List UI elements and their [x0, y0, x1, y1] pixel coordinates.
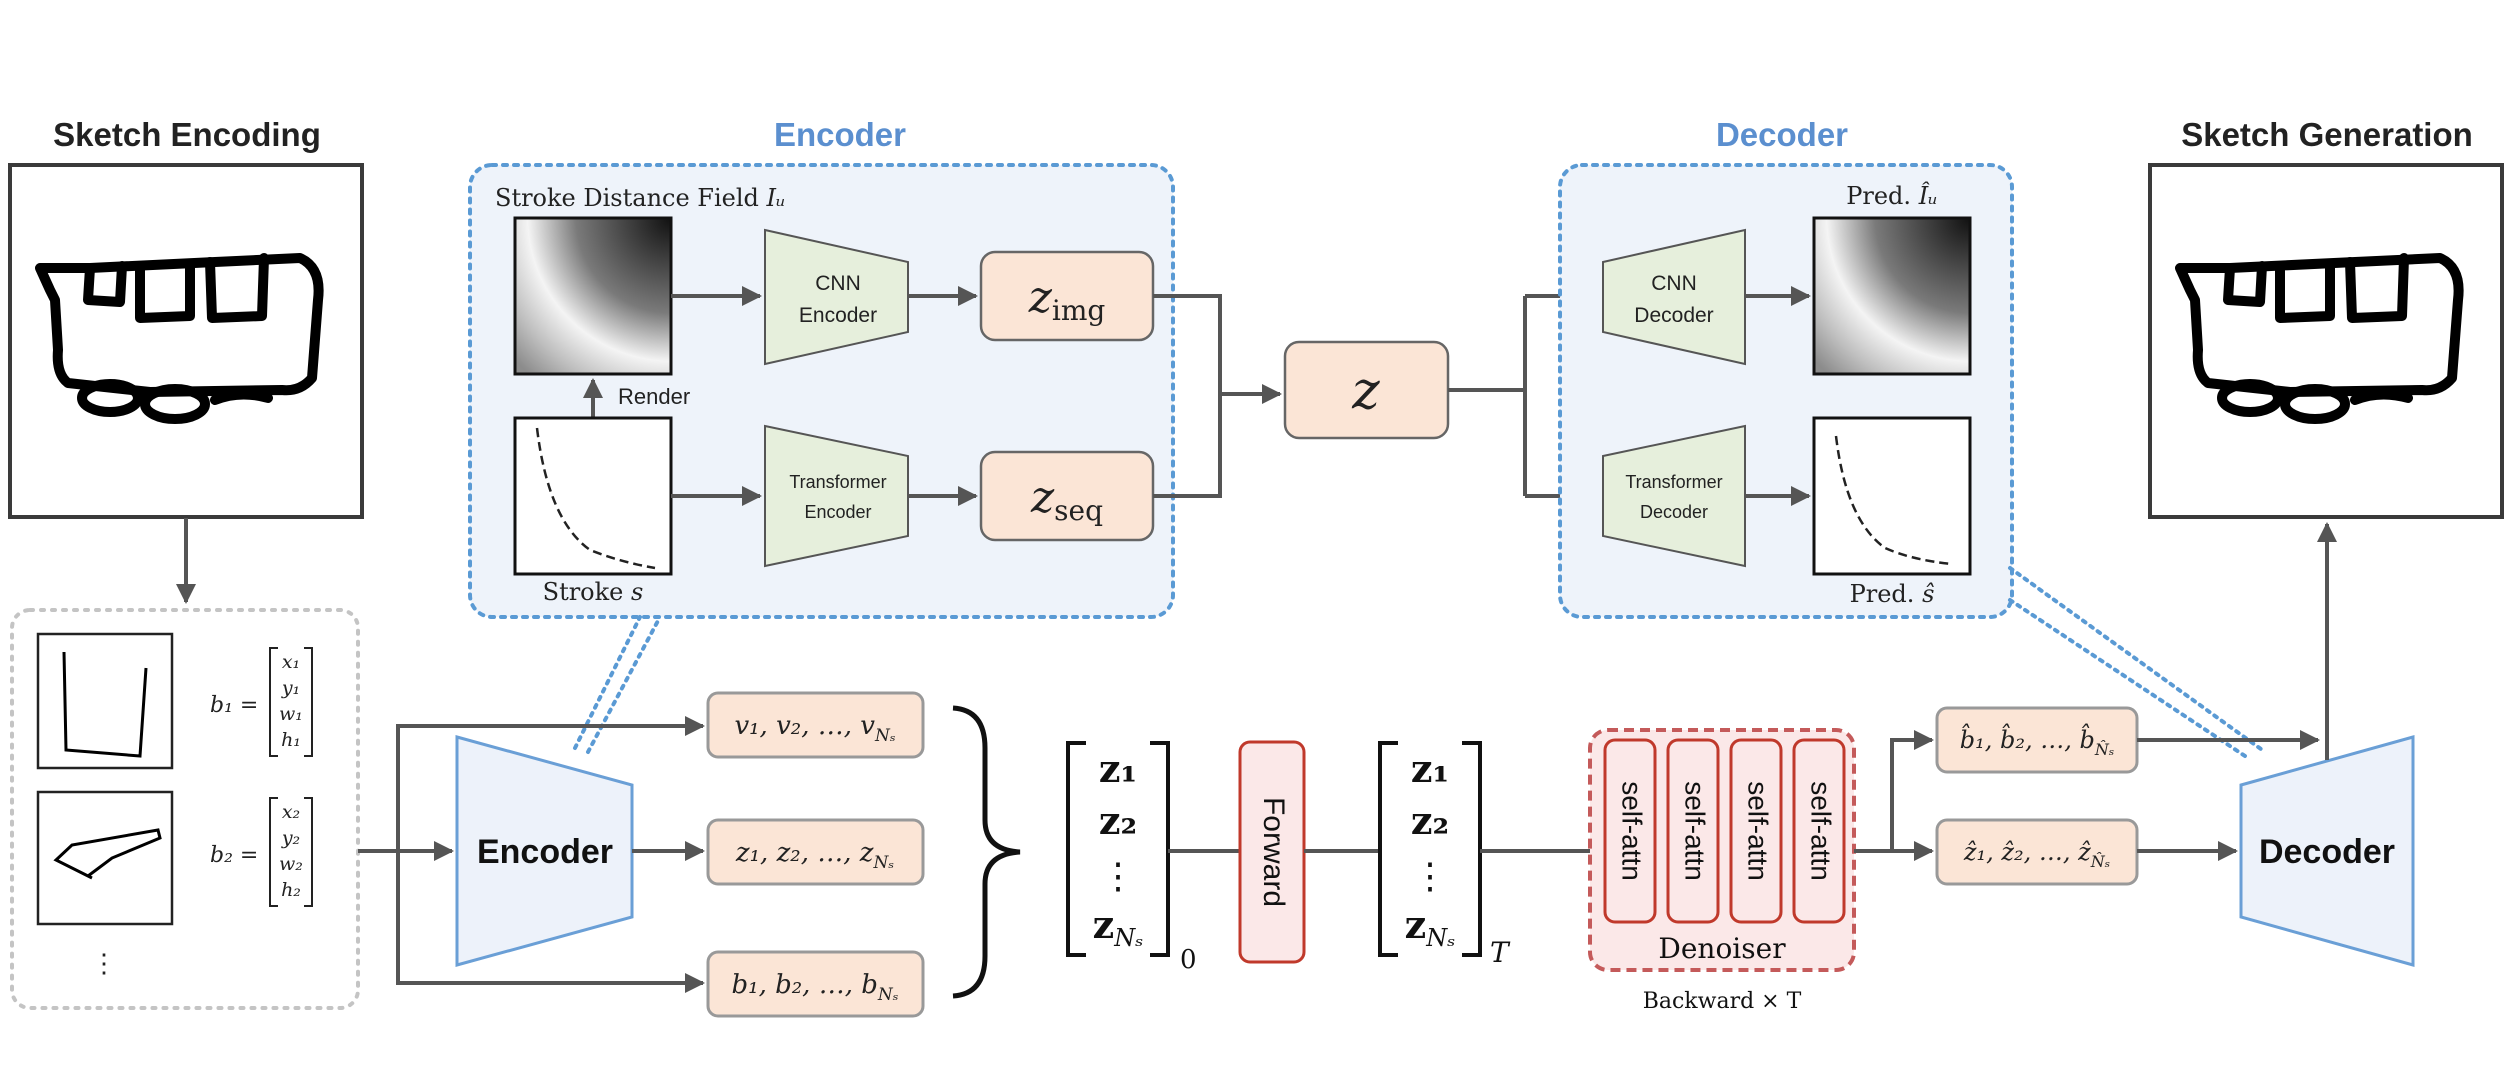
output-sketch-drawing	[2175, 253, 2464, 424]
pred-stroke-image-curve	[1834, 435, 1953, 566]
decoder-callout-lines	[2008, 566, 2267, 758]
pred-image-label: Pred. Îᵤ	[1846, 181, 1938, 210]
stroke-image-curve	[535, 427, 656, 570]
latent-matrix-0: z₁ z₂ ⋮ zNₛ 0	[1066, 741, 1197, 975]
b2-bracket-left	[269, 797, 278, 907]
svg-text:⋮: ⋮	[1100, 856, 1136, 897]
svg-text:self-attn: self-attn	[1680, 781, 1711, 881]
b2-lhs: b₂ =	[210, 843, 258, 868]
svg-text:zNₛ: zNₛ	[1093, 902, 1144, 952]
svg-text:⋮: ⋮	[1412, 856, 1448, 897]
connector-denoiser-up	[1890, 730, 1934, 851]
main-decoder-label: Decoder	[2259, 833, 2395, 871]
connector-encoder-input-down	[396, 851, 705, 993]
svg-text:0: 0	[1180, 945, 1197, 975]
bbox-list-ellipsis: ⋮	[91, 949, 117, 979]
latent-matrix-T: z₁ z₂ ⋮ zNₛ T	[1378, 741, 1511, 969]
b1-w: w₁	[279, 703, 303, 725]
v-list-label: v₁, v₂, …, vNₛ	[734, 711, 895, 746]
stroke-label: Stroke s	[543, 578, 644, 606]
z-list-label: z₁, z₂, …, zNₛ	[735, 838, 894, 873]
grouping-brace	[952, 705, 1021, 999]
encoder-panel-title: Encoder	[774, 116, 906, 153]
transformer-encoder-block	[764, 424, 909, 568]
decoder-panel-title: Decoder	[1716, 116, 1848, 153]
z-seq-label: zseq	[1030, 472, 1103, 527]
cnn-decoder-block	[1602, 228, 1746, 366]
denoiser-label: Denoiser	[1658, 932, 1786, 965]
cnn-encoder-label-2: Encoder	[799, 304, 877, 327]
svg-text:self-attn: self-attn	[1617, 781, 1648, 881]
stroke-image	[513, 416, 673, 576]
b-hat-list-label: b̂₁, b̂₂, …, b̂N̂ₛ	[1960, 723, 2115, 759]
b2-bracket-right	[304, 797, 313, 907]
b1-lhs: b₁ =	[210, 693, 258, 718]
b2-x: x₂	[282, 801, 300, 823]
connector-zimg-to-z	[1153, 294, 1222, 394]
b1-y: y₁	[281, 677, 300, 699]
output-sketch-box	[2148, 163, 2504, 519]
svg-text:self-attn: self-attn	[1806, 781, 1837, 881]
b2-y: y₂	[281, 827, 300, 849]
z-list-box	[706, 818, 925, 886]
main-encoder-block	[455, 735, 634, 967]
input-sketch-drawing	[35, 253, 324, 424]
svg-text:zNₛ: zNₛ	[1405, 902, 1456, 952]
cnn-decoder-label-2: Decoder	[1634, 304, 1713, 327]
cnn-encoder-block	[764, 228, 909, 366]
forward-process-label: Forward	[1257, 797, 1290, 907]
stroke-thumbnail-2	[36, 790, 174, 926]
main-encoder-label: Encoder	[477, 833, 613, 871]
transformer-decoder-label-2: Decoder	[1640, 502, 1708, 522]
distance-field-label: Stroke Distance Field Iᵤ	[495, 184, 786, 212]
bbox-list-container	[10, 608, 360, 1010]
transformer-encoder-label-2: Encoder	[804, 502, 871, 522]
cnn-decoder-label-1: CNN	[1651, 272, 1697, 295]
render-label: Render	[618, 384, 690, 409]
pred-stroke-label: Pred. ŝ	[1850, 580, 1935, 608]
distance-field-image	[513, 216, 673, 376]
pred-distance-field-image	[1812, 216, 1972, 376]
transformer-encoder-label-1: Transformer	[789, 472, 886, 492]
svg-text:z₁: z₁	[1411, 746, 1449, 791]
encoder-callout-lines	[573, 615, 662, 754]
z-hat-list-label: ẑ₁, ẑ₂, …, ẑN̂ₛ	[1963, 838, 2110, 871]
svg-text:z₂: z₂	[1099, 798, 1137, 843]
connector-encoder-input-up	[396, 716, 705, 851]
b-list-label: b₁, b₂, …, bNₛ	[732, 970, 899, 1005]
svg-text:z₁: z₁	[1099, 746, 1137, 791]
sketch-generation-title: Sketch Generation	[2181, 116, 2473, 153]
main-decoder-block	[2239, 735, 2415, 967]
b1-h: h₁	[281, 729, 301, 751]
transformer-decoder-label-1: Transformer	[1625, 472, 1722, 492]
backward-label: Backward × T	[1643, 989, 1802, 1014]
self-attn-blocks: self-attn self-attn self-attn self-attn	[1603, 738, 1846, 924]
b1-bracket-right	[304, 647, 313, 757]
v-list-box	[706, 691, 925, 759]
b1-bracket-left	[269, 647, 278, 757]
b2-w: w₂	[279, 853, 303, 875]
pred-stroke-image	[1812, 416, 1972, 576]
connector-zseq-to-z	[1153, 394, 1222, 498]
stroke-thumbnail-2-path	[53, 828, 162, 880]
z-joint-label: z	[1351, 361, 1380, 421]
z-img-label: zimg	[1028, 272, 1106, 327]
stroke-thumbnail-1-path	[62, 651, 148, 758]
svg-text:z₂: z₂	[1411, 798, 1449, 843]
transformer-decoder-block	[1602, 424, 1746, 568]
svg-text:self-attn: self-attn	[1743, 781, 1774, 881]
svg-text:T: T	[1490, 936, 1511, 969]
b2-h: h₂	[281, 879, 301, 901]
sketch-encoding-title: Sketch Encoding	[53, 116, 321, 153]
b-list-box	[706, 950, 925, 1018]
cnn-encoder-label-1: CNN	[815, 272, 861, 295]
input-sketch-box	[8, 163, 364, 519]
stroke-thumbnail-1	[36, 632, 174, 770]
b1-x: x₁	[282, 651, 300, 673]
